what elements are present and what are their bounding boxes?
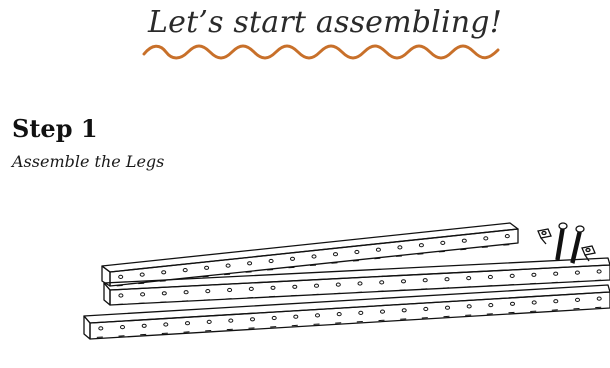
rail-hole: [206, 319, 212, 324]
leg-rail-3: [83, 284, 610, 340]
nut-2: [581, 245, 596, 262]
rail-hole: [118, 293, 124, 298]
rail-hole: [311, 254, 317, 259]
rail-hole: [225, 263, 231, 268]
rail-hole: [248, 286, 254, 291]
rail-holes: [96, 296, 602, 338]
rail-hole: [444, 277, 450, 282]
rail-hole: [141, 323, 147, 328]
rail-hole: [292, 284, 298, 289]
rail-hole: [379, 280, 385, 285]
legs-parts-illustration: [83, 222, 610, 340]
rail-hole: [483, 236, 489, 241]
rail-hole: [270, 285, 276, 290]
rail-hole: [423, 306, 429, 312]
rail-hole: [227, 287, 233, 293]
rail-hole: [333, 252, 338, 257]
bolt-2: [570, 225, 585, 264]
rail-hole: [205, 289, 211, 294]
rail-hole: [185, 321, 190, 326]
rail-hole: [335, 282, 341, 287]
rail-hole: [98, 326, 104, 331]
rail-hole: [250, 317, 255, 322]
rail-hole: [247, 261, 253, 266]
step-title: Step 1: [12, 114, 98, 143]
rail-hole: [401, 279, 406, 284]
rail-hole: [418, 243, 424, 248]
rail-hole: [336, 312, 342, 317]
rail-hole: [596, 269, 602, 274]
rail-hole: [375, 247, 381, 252]
rail-hole: [290, 256, 295, 261]
rail-hole: [574, 270, 580, 275]
rail-hole: [553, 299, 559, 304]
rail-hole: [488, 303, 494, 308]
rail-hole: [293, 314, 299, 319]
rail-hole: [357, 281, 363, 286]
rail-hole: [120, 325, 125, 330]
rail-hole: [271, 315, 277, 321]
rail-hole: [531, 300, 537, 305]
leg-rail-2: [103, 257, 610, 306]
rail-hole: [139, 272, 145, 277]
rail-hole: [504, 234, 510, 239]
rail-hole: [510, 301, 515, 306]
headline: Let’s start assembling!: [148, 5, 502, 40]
rail-hole: [268, 258, 274, 264]
rail-hole: [354, 249, 360, 255]
rail-hole: [182, 268, 188, 273]
rail-hole: [466, 304, 472, 309]
rail-hole: [466, 276, 472, 281]
nut-1: [537, 228, 552, 245]
rail-hole: [397, 245, 403, 250]
rail-hole: [161, 270, 167, 275]
rail-hole: [487, 274, 493, 280]
rail-hole: [183, 290, 189, 295]
rail-hole: [596, 296, 602, 301]
leg-rail-1: [101, 222, 519, 287]
rail-hole: [531, 272, 537, 277]
rail-hole: [163, 322, 169, 327]
rail-holes: [116, 234, 510, 287]
rail-hole: [161, 291, 167, 296]
rail-hole: [140, 292, 146, 297]
rail-hole: [314, 283, 319, 288]
rail-hole: [445, 305, 450, 310]
decorative-squiggle-underline: [142, 44, 500, 60]
rail-hole: [553, 271, 559, 276]
rail-hole: [358, 310, 364, 315]
step-subtitle: Assemble the Legs: [12, 152, 165, 171]
rail-hole: [509, 273, 515, 278]
rail-hole: [422, 278, 428, 283]
rail-hole: [315, 313, 320, 318]
rail-holes: [116, 269, 602, 305]
rail-hole: [118, 274, 124, 279]
rail-hole: [380, 309, 385, 314]
bolt-1: [555, 222, 568, 261]
rail-hole: [440, 240, 446, 245]
rail-hole: [204, 265, 210, 270]
rail-hole: [461, 238, 467, 243]
rail-hole: [401, 308, 407, 313]
rail-hole: [228, 318, 234, 323]
rail-hole: [575, 297, 580, 302]
